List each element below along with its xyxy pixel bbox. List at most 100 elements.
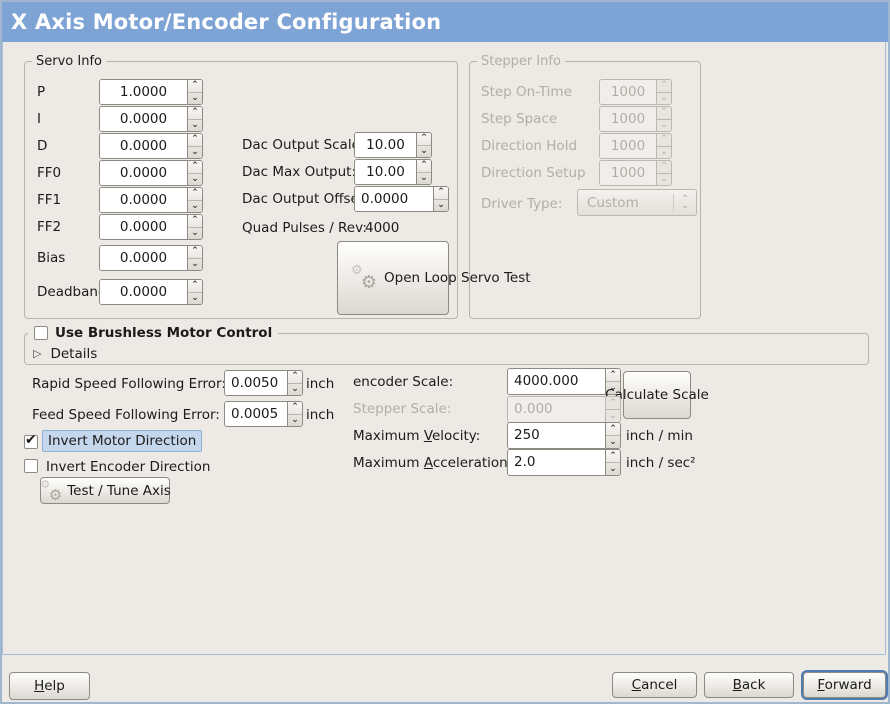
encoder-scale-spinbox[interactable]: 4000.000⌃⌄ bbox=[507, 368, 621, 395]
spin-down-icon[interactable]: ⌄ bbox=[191, 173, 199, 184]
maximum-acceleration-spinbox[interactable]: 2.0⌃⌄ bbox=[507, 449, 621, 476]
bias-input[interactable]: 0.0000 bbox=[100, 246, 187, 270]
i-spinbox[interactable]: 0.0000⌃⌄ bbox=[99, 106, 203, 132]
spin-up-icon: ⌃ bbox=[606, 397, 620, 410]
help-button[interactable]: Help bbox=[9, 672, 90, 700]
test-tune-axis-button[interactable]: ⚙ ⚙ Test / Tune Axis bbox=[40, 477, 171, 504]
ff1-spinbox[interactable]: 0.0000⌃⌄ bbox=[99, 187, 203, 213]
spin-up-icon[interactable]: ⌃ bbox=[288, 371, 302, 384]
use-brushless-label[interactable]: Use Brushless Motor Control bbox=[55, 325, 273, 341]
dac-output-scale-spinbox[interactable]: 10.00⌃⌄ bbox=[354, 132, 432, 158]
spin-buttons[interactable]: ⌃⌄ bbox=[605, 423, 620, 448]
d-spinbox[interactable]: 0.0000⌃⌄ bbox=[99, 133, 203, 159]
maximum-acceleration-input[interactable]: 2.0 bbox=[508, 450, 605, 475]
encoder-scale-input[interactable]: 4000.000 bbox=[508, 369, 605, 394]
spin-down-icon[interactable]: ⌄ bbox=[191, 146, 199, 157]
spin-up-icon[interactable]: ⌃ bbox=[188, 134, 202, 147]
spin-buttons[interactable]: ⌃⌄ bbox=[433, 187, 448, 211]
maximum-velocity-spinbox[interactable]: 250⌃⌄ bbox=[507, 422, 621, 449]
spin-buttons[interactable]: ⌃⌄ bbox=[605, 369, 620, 394]
brushless-header[interactable]: Use Brushless Motor Control bbox=[28, 324, 279, 342]
spin-up-icon[interactable]: ⌃ bbox=[188, 215, 202, 228]
spin-up-icon[interactable]: ⌃ bbox=[417, 133, 431, 146]
invert-encoder-label[interactable]: Invert Encoder Direction bbox=[46, 459, 211, 475]
d-input[interactable]: 0.0000 bbox=[100, 134, 187, 158]
spin-buttons[interactable]: ⌃⌄ bbox=[187, 161, 202, 185]
dac-output-scale-input[interactable]: 10.00 bbox=[355, 133, 416, 157]
feed-following-error-spinbox[interactable]: 0.0005⌃⌄ bbox=[224, 401, 303, 427]
spin-up-icon[interactable]: ⌃ bbox=[188, 246, 202, 259]
p-spinbox[interactable]: 1.0000⌃⌄ bbox=[99, 79, 203, 105]
deadband-spinbox[interactable]: 0.0000⌃⌄ bbox=[99, 279, 203, 305]
spin-down-icon[interactable]: ⌄ bbox=[437, 199, 445, 210]
dac-max-output-spinbox[interactable]: 10.00⌃⌄ bbox=[354, 159, 432, 185]
calculate-scale-button[interactable]: Calculate Scale bbox=[605, 371, 709, 419]
ff2-spinbox[interactable]: 0.0000⌃⌄ bbox=[99, 214, 203, 240]
ff0-input[interactable]: 0.0000 bbox=[100, 161, 187, 185]
i-input[interactable]: 0.0000 bbox=[100, 107, 187, 131]
test-tune-axis-button-label: Test / Tune Axis bbox=[67, 482, 171, 499]
spin-up-icon[interactable]: ⌃ bbox=[188, 280, 202, 293]
spin-down-icon[interactable]: ⌄ bbox=[191, 200, 199, 211]
spin-down-icon[interactable]: ⌄ bbox=[291, 414, 299, 425]
ff1-input[interactable]: 0.0000 bbox=[100, 188, 187, 212]
spin-down-icon[interactable]: ⌄ bbox=[191, 119, 199, 130]
forward-button[interactable]: Forward bbox=[801, 670, 888, 700]
spin-down-icon[interactable]: ⌄ bbox=[609, 436, 617, 447]
open-loop-servo-test-button[interactable]: ⚙ ⚙ Open Loop Servo Test bbox=[337, 241, 531, 315]
rapid-following-error-spinbox[interactable]: 0.0050⌃⌄ bbox=[224, 370, 303, 396]
spin-up-icon[interactable]: ⌃ bbox=[188, 80, 202, 93]
spin-buttons[interactable]: ⌃⌄ bbox=[187, 107, 202, 131]
spin-down-icon[interactable]: ⌄ bbox=[191, 92, 199, 103]
spin-up-icon[interactable]: ⌃ bbox=[606, 423, 620, 436]
deadband-input[interactable]: 0.0000 bbox=[100, 280, 187, 304]
dac-max-output-input[interactable]: 10.00 bbox=[355, 160, 416, 184]
spin-buttons[interactable]: ⌃⌄ bbox=[187, 80, 202, 104]
spin-buttons[interactable]: ⌃⌄ bbox=[187, 134, 202, 158]
spin-buttons[interactable]: ⌃⌄ bbox=[187, 188, 202, 212]
spin-buttons[interactable]: ⌃⌄ bbox=[187, 246, 202, 270]
spin-down-icon[interactable]: ⌄ bbox=[291, 383, 299, 394]
spin-down-icon[interactable]: ⌄ bbox=[609, 463, 617, 474]
spin-buttons[interactable]: ⌃⌄ bbox=[605, 450, 620, 475]
cancel-button[interactable]: Cancel bbox=[612, 672, 697, 698]
spin-up-icon[interactable]: ⌃ bbox=[188, 161, 202, 174]
spin-up-icon[interactable]: ⌃ bbox=[434, 187, 448, 200]
feed-following-error-input[interactable]: 0.0005 bbox=[225, 402, 287, 426]
back-button[interactable]: Back bbox=[704, 672, 794, 698]
spin-down-icon[interactable]: ⌄ bbox=[420, 172, 428, 183]
dac-output-offset-spinbox[interactable]: 0.0000⌃⌄ bbox=[354, 186, 449, 212]
spin-down-icon[interactable]: ⌄ bbox=[420, 145, 428, 156]
spin-down-icon[interactable]: ⌄ bbox=[191, 227, 199, 238]
ff2-input[interactable]: 0.0000 bbox=[100, 215, 187, 239]
maximum-velocity-input[interactable]: 250 bbox=[508, 423, 605, 448]
use-brushless-checkbox[interactable] bbox=[34, 326, 48, 340]
details-label[interactable]: Details bbox=[50, 346, 98, 362]
spin-up-icon[interactable]: ⌃ bbox=[606, 450, 620, 463]
p-input[interactable]: 1.0000 bbox=[100, 80, 187, 104]
rapid-following-error-input[interactable]: 0.0050 bbox=[225, 371, 287, 395]
ff0-spinbox[interactable]: 0.0000⌃⌄ bbox=[99, 160, 203, 186]
spin-up-icon[interactable]: ⌃ bbox=[606, 369, 620, 382]
invert-motor-checkbox[interactable]: ✔ bbox=[24, 432, 38, 449]
invert-motor-label[interactable]: Invert Motor Direction bbox=[42, 430, 203, 452]
spin-down-icon[interactable]: ⌄ bbox=[609, 382, 617, 393]
dac-output-offset-input[interactable]: 0.0000 bbox=[355, 187, 433, 211]
spin-up-icon[interactable]: ⌃ bbox=[188, 188, 202, 201]
spin-buttons[interactable]: ⌃⌄ bbox=[287, 371, 302, 395]
deadband-label: Deadband bbox=[37, 284, 107, 300]
spin-buttons[interactable]: ⌃⌄ bbox=[187, 280, 202, 304]
spin-down-icon[interactable]: ⌄ bbox=[191, 292, 199, 303]
spin-up-icon[interactable]: ⌃ bbox=[417, 160, 431, 173]
spin-buttons[interactable]: ⌃⌄ bbox=[187, 215, 202, 239]
invert-encoder-checkbox[interactable] bbox=[24, 459, 38, 473]
spin-buttons[interactable]: ⌃⌄ bbox=[287, 402, 302, 426]
expander-arrow-icon[interactable]: ▷ bbox=[33, 347, 42, 360]
spin-up-icon[interactable]: ⌃ bbox=[288, 402, 302, 415]
bias-spinbox[interactable]: 0.0000⌃⌄ bbox=[99, 245, 203, 271]
spin-buttons[interactable]: ⌃⌄ bbox=[416, 160, 431, 184]
spin-buttons[interactable]: ⌃⌄ bbox=[416, 133, 431, 157]
details-expander[interactable]: ▷ Details bbox=[33, 346, 97, 362]
spin-up-icon[interactable]: ⌃ bbox=[188, 107, 202, 120]
spin-down-icon[interactable]: ⌄ bbox=[191, 258, 199, 269]
